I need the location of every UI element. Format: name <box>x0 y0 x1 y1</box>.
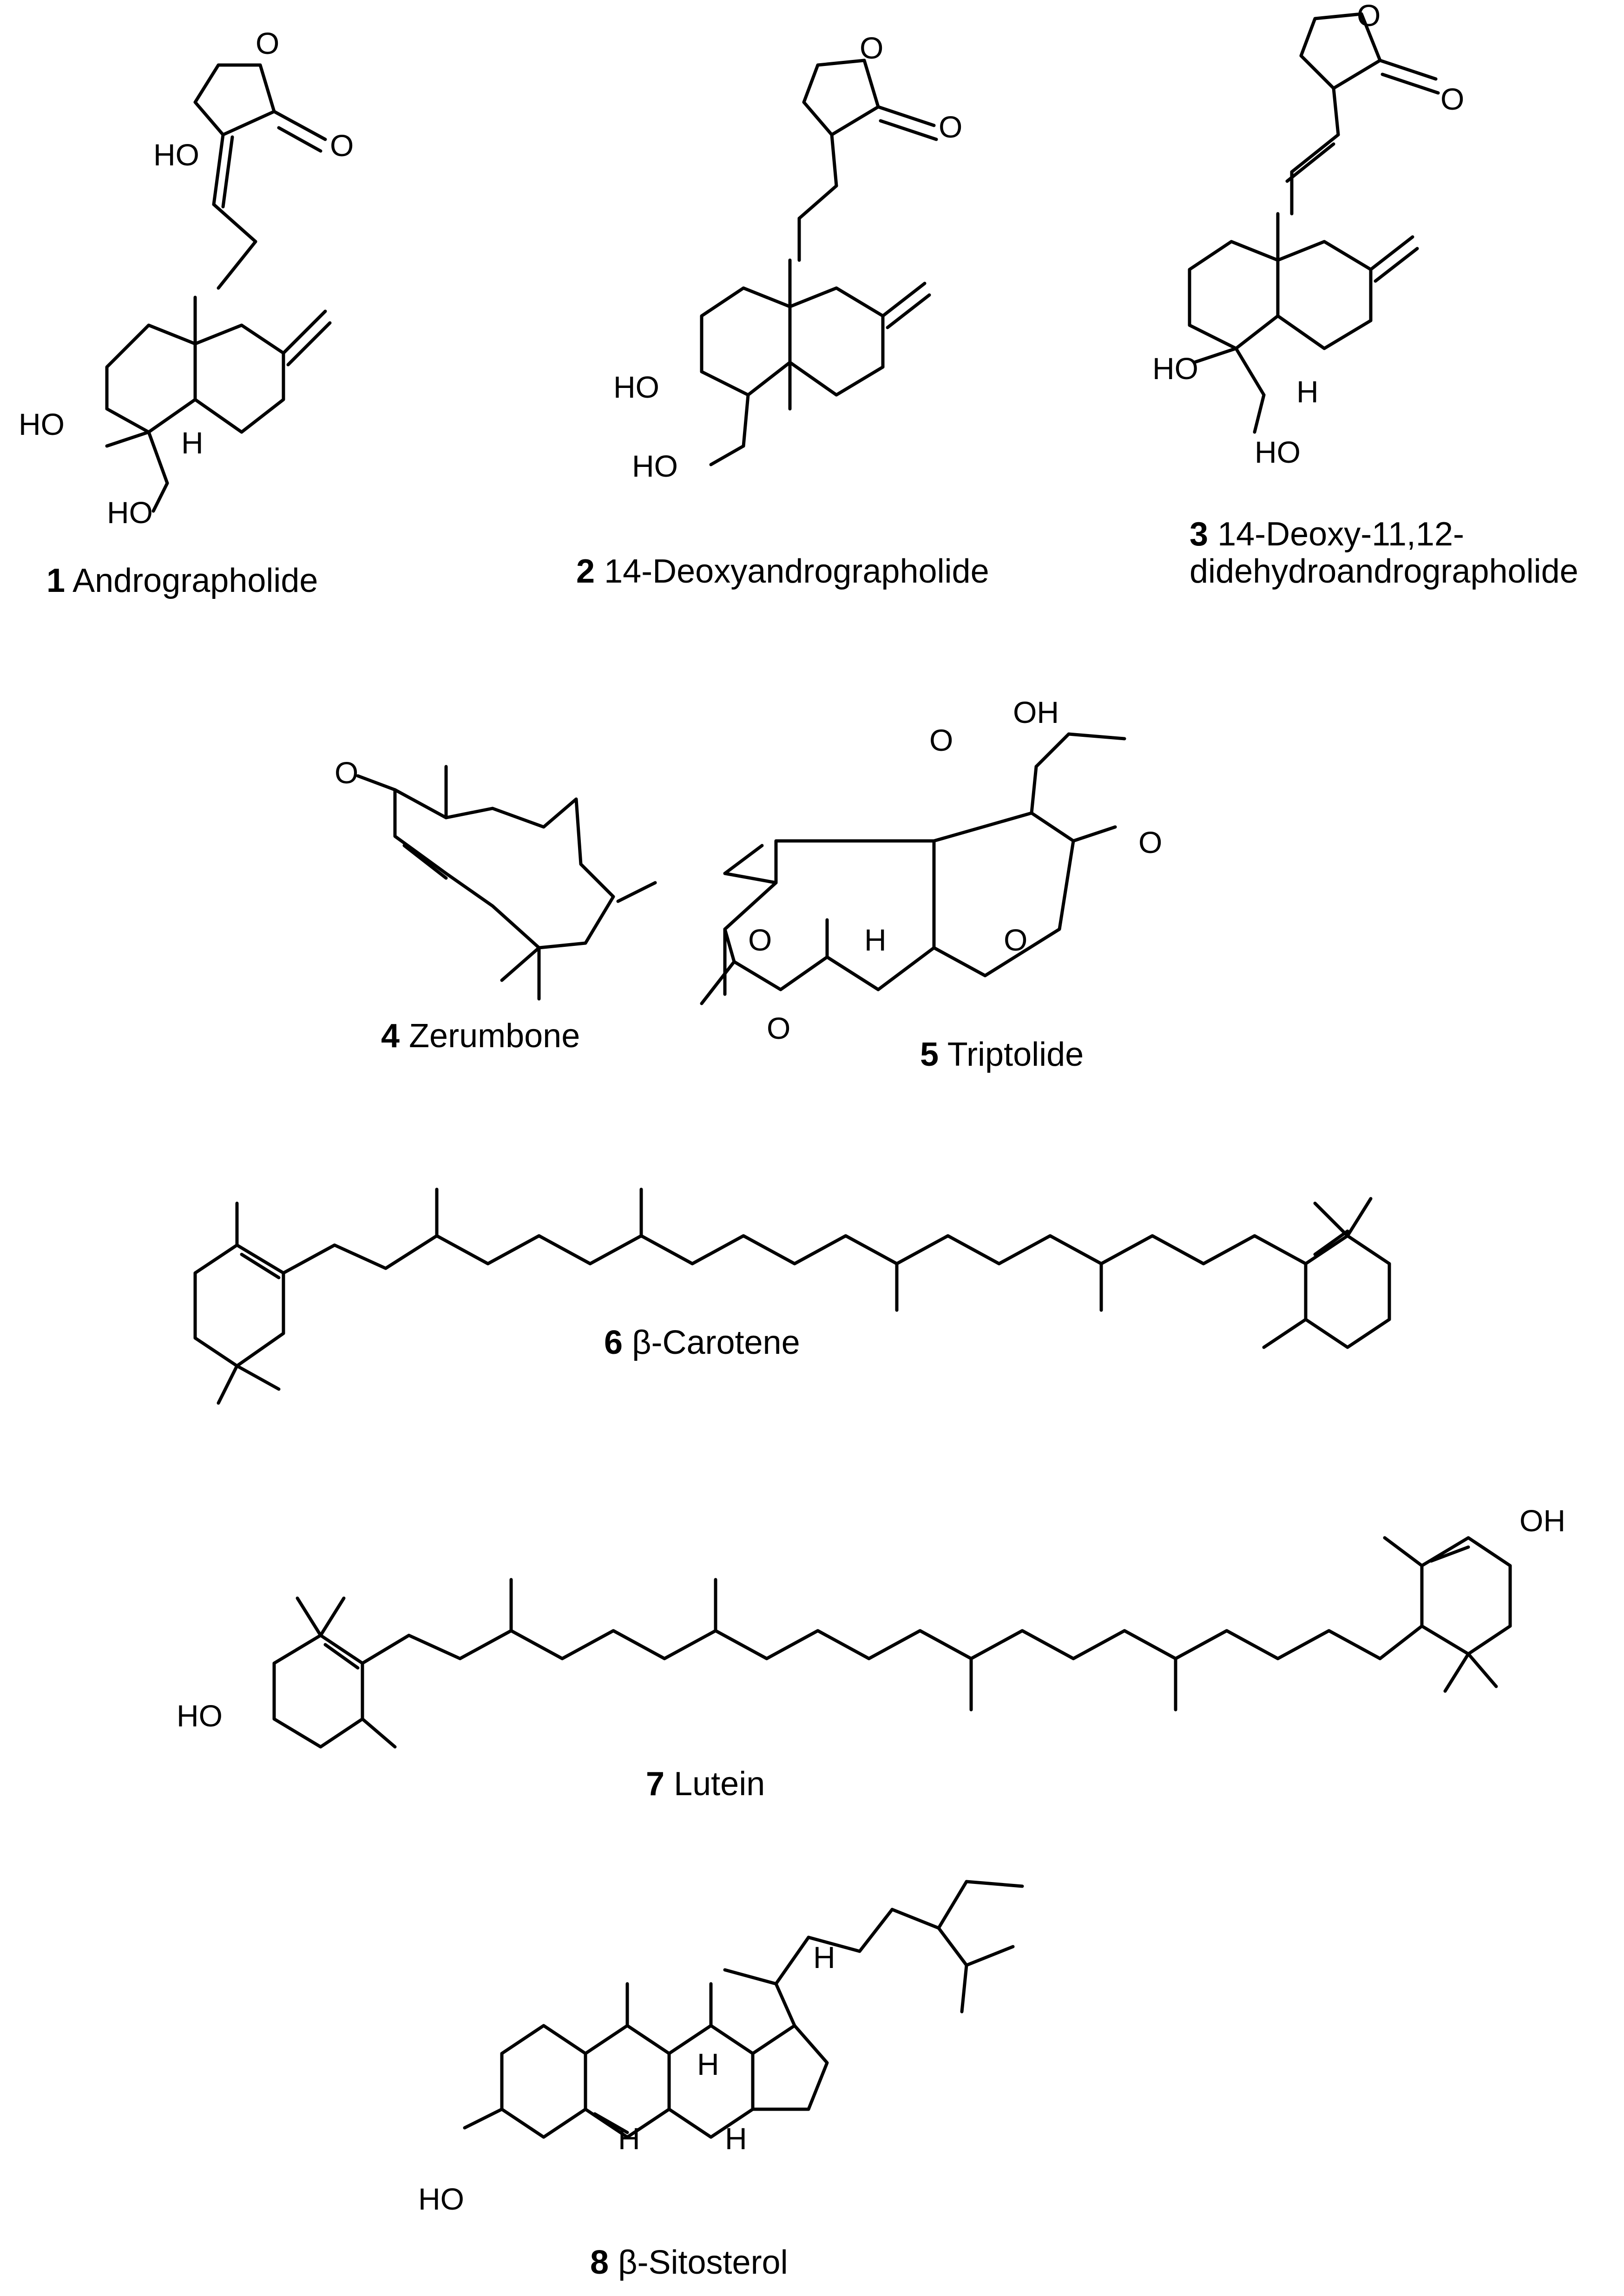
compound-name-line1: 14-Deoxy-11,12- <box>1217 516 1464 553</box>
atom-o-keto-3: O <box>1440 82 1465 116</box>
atom-oh-5: OH <box>1013 695 1059 729</box>
structure-zerumbone <box>356 765 657 1001</box>
atom-o-ring-5: O <box>748 923 772 957</box>
compound-name-line2: didehydroandrographolide <box>1190 553 1578 590</box>
atom-ho-7: HO <box>177 1699 223 1733</box>
compound-number: 3 <box>1190 516 1209 553</box>
atom-ho-1c: HO <box>107 495 153 530</box>
compound-number: 7 <box>646 1765 665 1803</box>
atom-o-keto-4: O <box>335 755 359 790</box>
atom-ho-2b: HO <box>632 449 678 483</box>
compound-number: 4 <box>381 1017 400 1055</box>
atom-ho-1b: HO <box>19 407 65 441</box>
atom-o-ring-3: O <box>1357 0 1381 33</box>
compound-number: 1 <box>46 562 66 599</box>
caption-compound-5: 5 Triptolide <box>920 1036 1084 1073</box>
atom-ho-8: HO <box>418 2182 464 2216</box>
compound-name: Andrographolide <box>72 562 318 599</box>
atom-o-keto-1: O <box>330 128 354 163</box>
caption-compound-1: 1 Andrographolide <box>46 562 318 599</box>
atom-ho-3b: HO <box>1255 435 1301 469</box>
atom-h1-8: H <box>813 1940 835 1975</box>
atom-ho-2a: HO <box>613 370 659 404</box>
caption-compound-3: 3 14-Deoxy-11,12- didehydroandrographoli… <box>1190 516 1578 590</box>
structure-triptolide <box>700 732 1126 1005</box>
structure-lutein <box>272 1536 1512 1749</box>
atom-oh-7: OH <box>1519 1503 1565 1538</box>
atom-h2-8: H <box>697 2047 719 2081</box>
compound-number: 8 <box>590 2244 609 2281</box>
atom-o-keto-5: O <box>767 1011 791 1045</box>
atom-h-5: H <box>864 923 887 957</box>
structure-beta-carotene <box>193 1187 1391 1405</box>
compound-number: 2 <box>576 553 595 590</box>
atom-h4-8: H <box>725 2121 747 2156</box>
caption-compound-4: 4 Zerumbone <box>381 1017 580 1055</box>
atom-o-ep1-5: O <box>929 723 953 757</box>
atom-ho-1a: HO <box>153 138 199 172</box>
compound-name: Zerumbone <box>409 1017 580 1055</box>
atom-ho-3a: HO <box>1152 351 1198 386</box>
structure-14-deoxy-11-12-didehydroandrographolide <box>1188 12 1440 434</box>
structure-14-deoxyandrographolide <box>700 59 938 466</box>
structure-andrographolide <box>105 63 332 513</box>
compound-name: β-Sitosterol <box>618 2244 788 2281</box>
atom-o-ring-2: O <box>860 31 884 65</box>
atom-o-ep3-5: O <box>1004 923 1028 957</box>
compound-name: 14-Deoxyandrographolide <box>604 553 989 590</box>
atom-o-ring-1: O <box>256 26 280 60</box>
compound-number: 5 <box>920 1036 939 1073</box>
compound-name: Triptolide <box>947 1036 1084 1073</box>
compound-name: Lutein <box>674 1765 765 1803</box>
caption-compound-7: 7 Lutein <box>646 1765 765 1803</box>
atom-o-ep2-5: O <box>1138 825 1163 859</box>
atom-h-1: H <box>181 426 204 460</box>
atom-o-keto-2: O <box>939 110 963 144</box>
atom-h-3: H <box>1296 374 1319 409</box>
caption-compound-2: 2 14-Deoxyandrographolide <box>576 553 989 590</box>
compound-name: β-Carotene <box>632 1324 800 1361</box>
structure-beta-sitosterol <box>463 1880 1024 2139</box>
caption-compound-6: 6 β-Carotene <box>604 1324 800 1361</box>
atom-h3-8: H <box>618 2121 640 2156</box>
caption-compound-8: 8 β-Sitosterol <box>590 2244 788 2281</box>
compound-number: 6 <box>604 1324 623 1361</box>
